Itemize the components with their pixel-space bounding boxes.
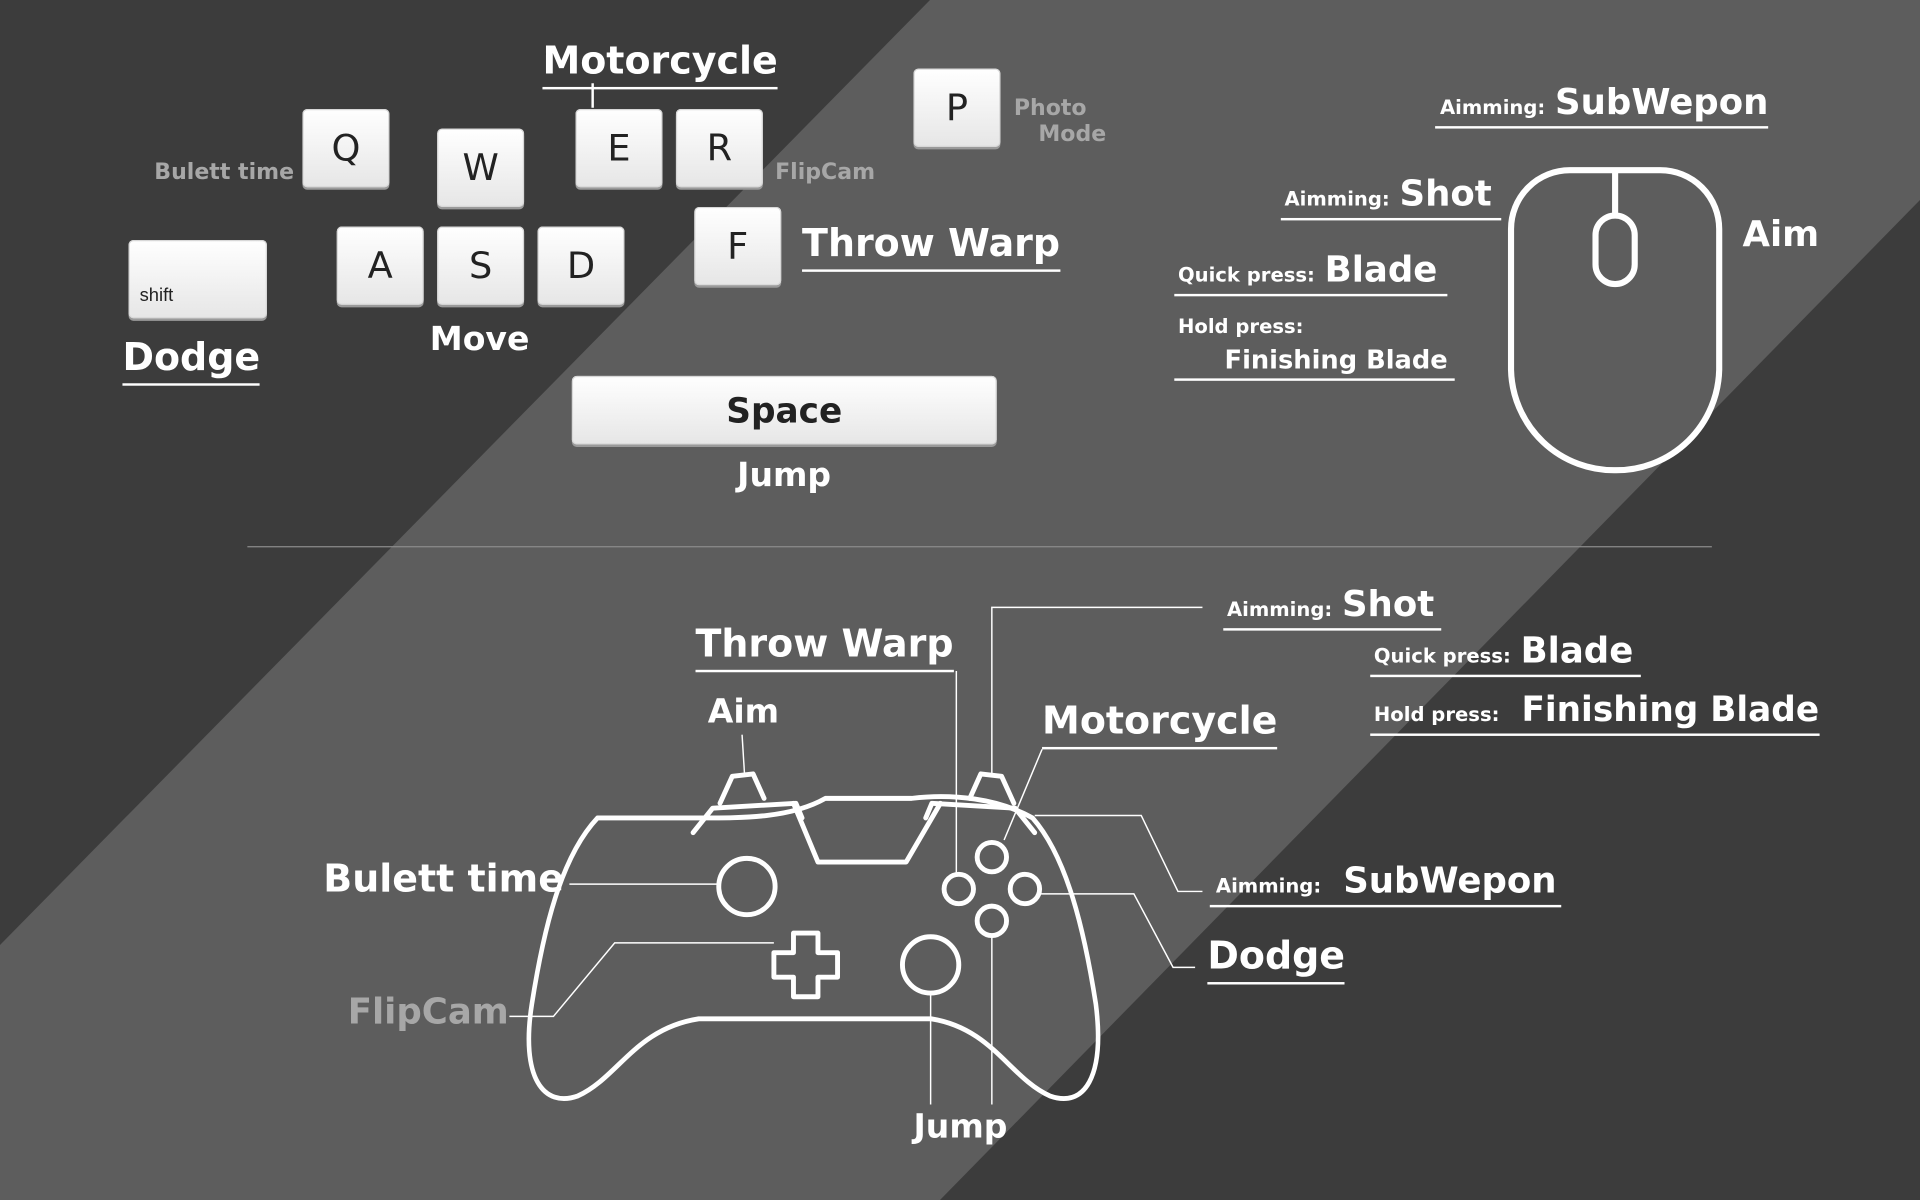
pad-blade-prefix: Quick press:: [1373, 644, 1511, 668]
pad-blade-text: Blade: [1520, 629, 1634, 672]
pad-jump-label: Jump: [913, 1108, 1008, 1147]
mouse-subwepon-label: Aimming: SubWepon: [1435, 80, 1769, 129]
pad-shot-text: Shot: [1341, 582, 1435, 625]
key-r[interactable]: R: [675, 108, 763, 188]
key-space[interactable]: Space: [571, 375, 997, 445]
jump-label: Jump: [737, 456, 832, 495]
pad-dodge-label: Dodge: [1207, 934, 1346, 985]
pad-hold-prefix: Hold press:: [1373, 702, 1500, 727]
key-w[interactable]: W: [437, 128, 525, 207]
mouse-subwepon-prefix: Aimming:: [1440, 95, 1546, 119]
motorcycle-label: Motorcycle: [542, 39, 778, 90]
key-shift[interactable]: shift: [128, 240, 267, 319]
pad-blade-label: Quick press: Blade: [1370, 629, 1641, 678]
mouse-blade-label: Quick press: Blade: [1174, 248, 1448, 297]
mouse-blade-prefix: Quick press:: [1177, 263, 1315, 287]
key-p[interactable]: P: [913, 68, 1001, 147]
flipcam-label: FlipCam: [775, 159, 876, 185]
mouse-blade-text: Blade: [1324, 248, 1438, 291]
pad-shot-label: Aimming: Shot: [1223, 582, 1442, 631]
pad-subwepon-label: Aimming: SubWepon: [1209, 859, 1562, 908]
pad-motorcycle-label: Motorcycle: [1042, 699, 1278, 750]
pad-finishing-text: Finishing Blade: [1521, 689, 1820, 730]
mouse-shot-prefix: Aimming:: [1284, 187, 1390, 211]
bulett-time-label: Bulett time: [154, 159, 295, 185]
key-s[interactable]: S: [437, 226, 525, 305]
mouse-subwepon-text: SubWepon: [1555, 80, 1769, 123]
section-divider: [247, 546, 1712, 548]
mouse-finishing-label: Finishing Blade: [1174, 345, 1456, 381]
mouse-hold-prefix: Hold press:: [1177, 314, 1304, 338]
photo-label: Photo: [1013, 95, 1087, 122]
mouse-shot-text: Shot: [1399, 172, 1492, 215]
key-a[interactable]: A: [336, 226, 424, 305]
pad-subwepon-prefix: Aimming:: [1215, 874, 1322, 898]
dodge-label: Dodge: [122, 336, 261, 386]
move-label: Move: [429, 320, 530, 359]
key-q[interactable]: Q: [302, 108, 390, 188]
throw-warp-label: Throw Warp: [802, 222, 1061, 272]
pad-subwepon-text: SubWepon: [1343, 859, 1557, 902]
mode-label: Mode: [1038, 121, 1107, 147]
pad-aim-label: Aim: [707, 693, 780, 732]
pad-shot-prefix: Aimming:: [1226, 597, 1333, 621]
mouse-aim-label: Aim: [1742, 213, 1820, 255]
pad-hold-label: Hold press: Finishing Blade: [1370, 689, 1820, 736]
mouse-shot-label: Aimming: Shot: [1280, 172, 1502, 221]
pad-throw-warp-label: Throw Warp: [695, 622, 954, 673]
key-f[interactable]: F: [694, 206, 782, 286]
pad-flipcam-label: FlipCam: [347, 990, 509, 1033]
pad-bulett-time-label: Bulett time: [323, 857, 564, 902]
key-e[interactable]: E: [575, 108, 663, 188]
key-d[interactable]: D: [537, 226, 625, 305]
